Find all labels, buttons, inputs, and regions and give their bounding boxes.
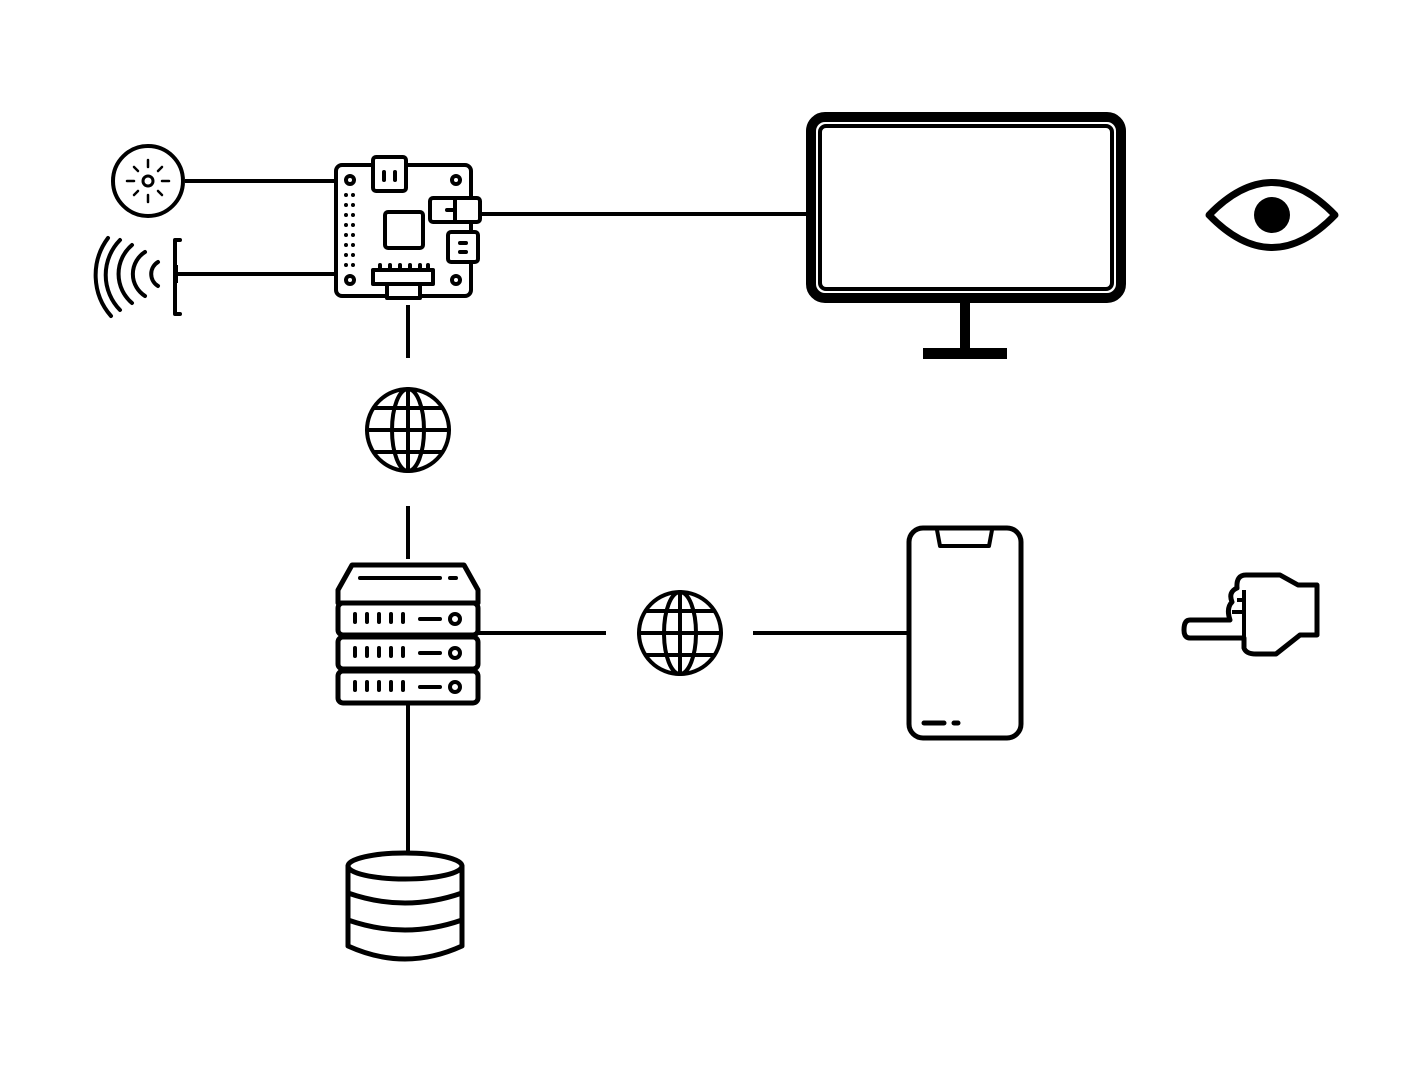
sound-sensor-icon	[93, 236, 182, 318]
database-icon	[345, 850, 465, 962]
light-sensor-icon	[111, 144, 185, 218]
globe-icon	[365, 387, 451, 473]
eye-icon	[1205, 179, 1339, 251]
smartphone-icon	[906, 525, 1024, 741]
globe-icon	[637, 590, 723, 676]
server-rack-icon	[335, 562, 481, 706]
monitor-icon	[806, 112, 1126, 359]
pointing-hand-icon	[1181, 572, 1320, 657]
circuit-board-icon	[334, 155, 482, 300]
